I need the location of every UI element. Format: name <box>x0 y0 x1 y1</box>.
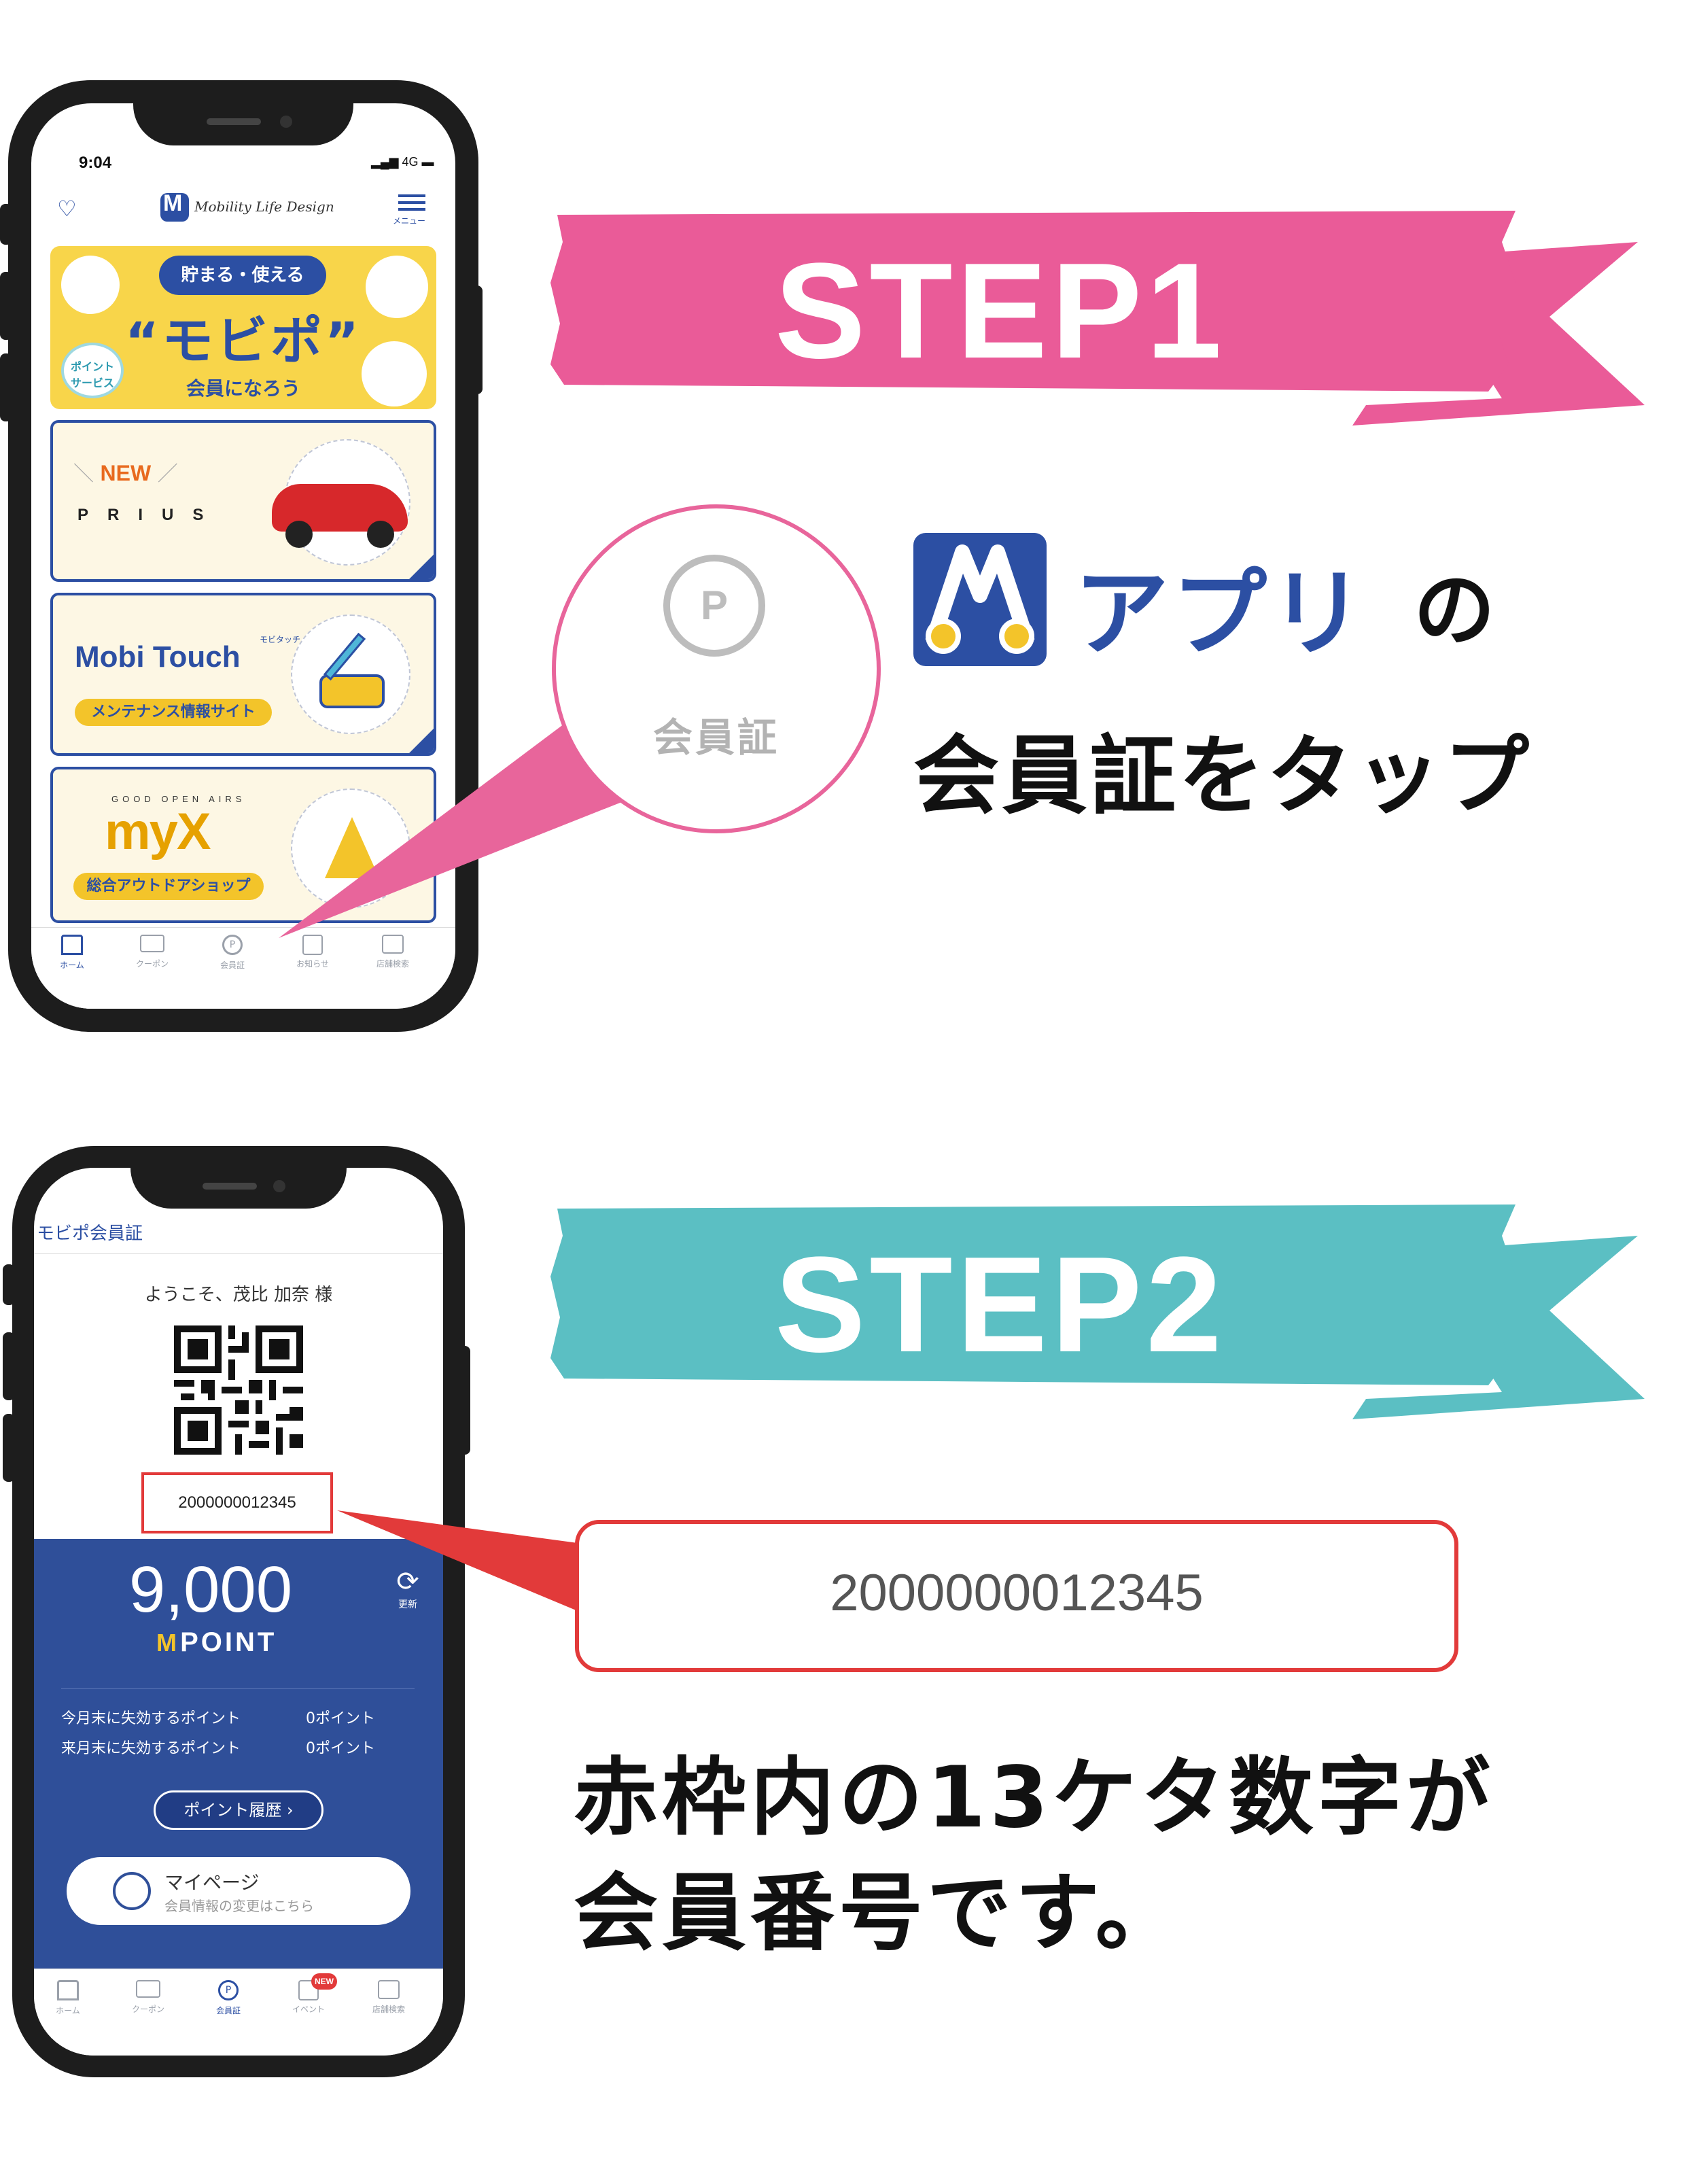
headline-app: アプリ <box>1074 559 1368 670</box>
step2-banner: STEP2 <box>550 1204 1645 1419</box>
new-badge: NEW <box>311 1973 337 1990</box>
tab-news[interactable]: お知らせ <box>285 935 340 969</box>
menu-label: メニュー <box>393 216 426 226</box>
mobi-touch-title: Mobi Touch <box>75 640 241 674</box>
point-unit: M POINT <box>156 1627 277 1657</box>
favorite-heart-icon[interactable]: ♡ <box>57 196 77 222</box>
mobi-touch-tag: メンテナンス情報サイト <box>75 699 272 726</box>
myx-logo: myX <box>105 803 211 861</box>
point-p-icon: P <box>222 935 243 955</box>
mypage-sub: 会員情報の変更はこちら <box>164 1898 314 1914</box>
calendar-icon <box>298 1980 319 2000</box>
signal-icon: ▂▄▆ <box>371 155 402 169</box>
prius-car-image <box>272 439 410 566</box>
tab-home[interactable]: ホーム <box>45 935 99 971</box>
card-prius-new: ＼ NEW ／ <box>73 461 178 486</box>
menu-icon[interactable]: メニュー <box>393 190 425 226</box>
tab-bar: ホーム クーポン P 会員証 NEW イベント 店舗検索 <box>34 1969 443 2056</box>
screen-title: モビポ会員証 <box>37 1224 143 1244</box>
promo-banner[interactable]: ポイント サービス 貯まる・使える “モビポ” 会員になろう <box>50 246 436 409</box>
status-signal: ▂▄▆ 4G ▬ <box>371 155 434 169</box>
headline-no: の <box>1414 564 1495 658</box>
store-icon <box>378 1980 400 1999</box>
step1-banner-body <box>550 211 1515 392</box>
step1-banner-label: STEP1 <box>775 235 1226 387</box>
refresh-icon: ⟳ <box>396 1566 419 1597</box>
home-icon <box>61 935 83 955</box>
qr-code <box>174 1325 303 1455</box>
m-point-icon: M <box>156 1629 177 1657</box>
phone-step1: 9:04 ▂▄▆ 4G ▬ ♡ M Mobility Life Design メ… <box>8 80 478 1032</box>
myx-tagline: GOOD OPEN AIRS <box>111 794 246 804</box>
points-panel: 9,000 ⟳ 更新 M POINT 今月末に失効するポイント 0ポイント 来月… <box>34 1539 443 1969</box>
battery-icon: ▬ <box>421 155 434 169</box>
step1-banner: STEP1 <box>550 211 1645 426</box>
phone-step2: モビポ会員証 ようこそ、茂比 加奈 様 2000000012345 9,000 … <box>12 1146 465 2077</box>
card-prius-brand: PRIUS <box>77 506 223 524</box>
promo-pill: 貯まる・使える <box>159 256 326 295</box>
car-illustration-icon <box>61 256 120 314</box>
caption-line2: 会員番号です。 <box>574 1865 1184 1962</box>
coupon-icon <box>140 935 164 952</box>
point-service-bubble: ポイント サービス <box>61 343 124 398</box>
card-mobi-touch[interactable]: モビタッチ Mobi Touch メンテナンス情報サイト <box>50 593 436 756</box>
member-number-pointer <box>337 1510 578 1611</box>
expire-this-month: 今月末に失効するポイント 0ポイント <box>61 1710 375 1727</box>
point-history-button[interactable]: ポイント履歴 › <box>154 1790 323 1830</box>
calendar-icon <box>302 935 323 955</box>
caption-line1: 赤枠内の13ケタ数字が <box>574 1749 1494 1847</box>
refresh-button[interactable]: ⟳ 更新 <box>387 1566 428 1611</box>
home-icon <box>57 1980 79 2000</box>
step2-banner-label: STEP2 <box>775 1229 1226 1381</box>
tab-store-search[interactable]: 店舗検索 <box>366 935 420 969</box>
member-card-p-icon: P <box>663 555 765 657</box>
phone-notch <box>130 1168 347 1209</box>
mypage-title: マイページ <box>164 1871 260 1894</box>
phone-notch <box>133 103 353 145</box>
welcome-text: ようこそ、茂比 加奈 様 <box>144 1285 333 1305</box>
app-logo-icon: M <box>160 190 189 222</box>
member-number-box: 2000000012345 <box>575 1520 1458 1672</box>
points-value: 9,000 <box>128 1553 293 1626</box>
zoom-pointer <box>279 714 639 938</box>
coupon-icon <box>136 1980 160 1998</box>
expire-next-month: 来月末に失効するポイント 0ポイント <box>61 1740 375 1757</box>
mobi-touch-ruby: モビタッチ <box>260 635 301 644</box>
phone-step2-screen: モビポ会員証 ようこそ、茂比 加奈 様 2000000012345 9,000 … <box>34 1168 443 2056</box>
zoom-member-card-label: 会員証 <box>652 714 779 761</box>
tab-home[interactable]: ホーム <box>41 1980 95 2016</box>
tab-coupon[interactable]: クーポン <box>121 1980 175 2015</box>
wrench-car-icon <box>291 614 410 734</box>
point-p-icon: P <box>218 1980 239 2000</box>
headline-tap-member-card: 会員証をタップ <box>913 726 1532 826</box>
zoom-circle: P 会員証 <box>552 504 881 833</box>
tab-member-card[interactable]: P 会員証 <box>201 1980 256 2016</box>
status-time: 9:04 <box>79 154 112 172</box>
app-logo-text: Mobility Life Design <box>194 198 334 215</box>
member-number-highlight: 2000000012345 <box>141 1472 333 1533</box>
tab-member-card[interactable]: P 会員証 <box>205 935 260 971</box>
promo-sub: 会員になろう <box>186 377 300 400</box>
tab-coupon[interactable]: クーポン <box>125 935 179 969</box>
promo-headline: “モビポ” <box>125 311 362 371</box>
step2-banner-body <box>550 1204 1515 1385</box>
mypage-button[interactable]: マイページ 会員情報の変更はこちら <box>67 1857 410 1925</box>
tab-bar: ホーム クーポン P 会員証 お知らせ 店舗検索 <box>31 927 455 1009</box>
tab-event[interactable]: NEW イベント <box>281 1973 337 2015</box>
mechanic-illustration-icon <box>362 341 427 406</box>
tab-store-search[interactable]: 店舗検索 <box>362 1980 416 2015</box>
avatar-icon <box>113 1872 151 1910</box>
member-number-large: 2000000012345 <box>830 1564 1204 1622</box>
card-prius[interactable]: ＼ NEW ／ PRIUS <box>50 420 436 582</box>
store-icon <box>382 935 404 954</box>
mobility-m-logo-icon <box>913 533 1047 666</box>
card-myx[interactable]: GOOD OPEN AIRS myX 総合アウトドアショップ <box>50 767 436 923</box>
tent-illustration-icon <box>366 256 428 318</box>
phone-step1-screen: 9:04 ▂▄▆ 4G ▬ ♡ M Mobility Life Design メ… <box>31 103 455 1009</box>
myx-tag: 総合アウトドアショップ <box>73 873 264 900</box>
